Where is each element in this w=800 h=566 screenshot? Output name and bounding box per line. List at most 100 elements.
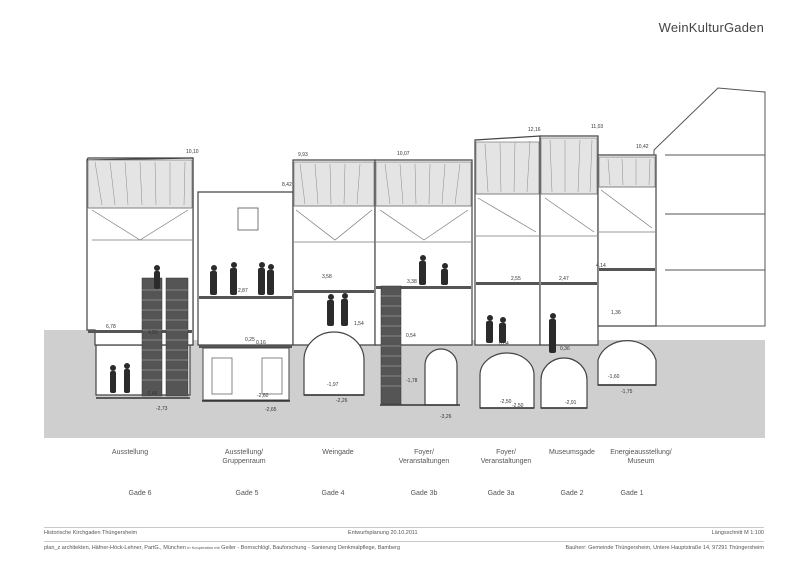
- level-gade5-low: 0,16: [256, 340, 266, 346]
- level-gade3a-upper: 2,55: [511, 276, 521, 282]
- vault-gade2: [540, 357, 588, 409]
- level-cellar-gade3b-a: -1,78: [406, 378, 418, 384]
- footer-divider-top: [44, 527, 764, 528]
- room-use-gade3a: Foyer/ Veranstaltungen: [480, 449, 532, 465]
- room-use-gade4: Weingade: [322, 449, 354, 456]
- slab-gade6-upper: [88, 330, 192, 333]
- vault-gade3b: [424, 348, 458, 406]
- gade-1-body: [597, 154, 657, 327]
- footer-architects-name: plan_z architekten, Häfner-Höck-Lehner, …: [44, 545, 186, 551]
- stair-gade6: [141, 277, 189, 397]
- level-gade5-upper: 2,87: [238, 288, 248, 294]
- slab-gade2-upper: [541, 282, 597, 285]
- level-cellar-gade3a-a: -2,50: [500, 399, 512, 405]
- gade-label-3a: Gade 3a: [487, 490, 515, 497]
- person-figure: [267, 264, 274, 295]
- level-ridge-gade5: 8,42: [282, 182, 292, 188]
- door-gade5-left: [211, 357, 233, 395]
- room-use-gade5: Ausstellung/ Gruppenraum: [222, 449, 266, 465]
- level-gade5-mid: 0,25: [245, 337, 255, 343]
- vault-gade3a: [479, 352, 535, 409]
- person-figure: [499, 317, 506, 343]
- footer-cooperation: in Kooperation mit: [187, 545, 220, 550]
- level-ridge-gade3a: 12,16: [528, 127, 541, 133]
- level-gade6-mid: 4,50: [148, 330, 158, 336]
- footer-project: Historische Kirchgaden Thüngersheim: [44, 530, 138, 536]
- level-gade2-mid: 0,36: [560, 346, 570, 352]
- level-gade2-upper: 2,47: [559, 276, 569, 282]
- footer-drawing-title: Längsschnitt M 1:100: [711, 530, 764, 536]
- level-gade3a-mid: 0,04: [499, 341, 509, 347]
- person-figure: [154, 265, 160, 289]
- person-figure: [110, 365, 116, 393]
- people-figures: [110, 255, 556, 393]
- roof-zone-gade2: [540, 137, 598, 195]
- slab-gade4-upper: [294, 290, 374, 293]
- slab-gade5-upper: [199, 296, 292, 299]
- level-gade1-upper: 4,14: [596, 263, 606, 269]
- vault-gade1: [597, 340, 657, 386]
- roof-zone-gade1: [598, 156, 656, 188]
- person-figure: [441, 263, 448, 285]
- level-cellar-gade6-a: -2,46: [146, 391, 158, 397]
- vault-gade4: [303, 331, 365, 396]
- roof-zone-gade3b: [375, 161, 472, 207]
- level-gade6-upper: 6,78: [106, 324, 116, 330]
- room-use-gade3b: Foyer/ Veranstaltungen: [398, 449, 450, 465]
- footer-client: Bauherr: Gemeinde Thüngersheim, Untere H…: [565, 545, 764, 551]
- level-ridge-gade6: 10,10: [186, 149, 199, 155]
- gade-label-3b: Gade 3b: [410, 490, 438, 497]
- person-figure: [549, 313, 556, 353]
- neighbour-house: [653, 87, 766, 327]
- stair-gade3b: [380, 285, 402, 405]
- person-figure: [341, 293, 348, 326]
- gade-label-6: Gade 6: [128, 490, 152, 497]
- gable-window-gade5: [237, 207, 259, 231]
- footer-divider-bottom: [44, 541, 764, 542]
- level-cellar-gade3a-b: -2,50: [512, 403, 524, 409]
- slab-gade5-lower: [199, 345, 292, 348]
- person-figure: [258, 262, 265, 295]
- roof-zone-gade4: [293, 161, 375, 207]
- level-cellar-gade6-b: -2,73: [156, 406, 168, 412]
- gade-label-1: Gade 1: [620, 490, 644, 497]
- room-use-gade1: Energieausstellung/ Museum: [610, 449, 672, 465]
- level-gade4-mid: 1,54: [354, 321, 364, 327]
- slab-gade3b-upper: [376, 286, 471, 289]
- level-ridge-gade4: 9,93: [298, 152, 308, 158]
- level-gade4-upper: 3,58: [322, 274, 332, 280]
- level-cellar-gade3b-b: -3,26: [440, 414, 452, 420]
- person-figure: [419, 255, 426, 285]
- door-gade5-right: [261, 357, 283, 395]
- level-cellar-gade1-a: -1,60: [608, 374, 620, 380]
- gade-label-5: Gade 5: [235, 490, 259, 497]
- level-cellar-gade1-b: -1,75: [621, 389, 633, 395]
- level-cellar-gade5-a: -2,60: [257, 393, 269, 399]
- level-cellar-gade5-b: -2,65: [265, 407, 277, 413]
- roof-zone-gade6: [87, 159, 193, 209]
- room-use-gade2: Museumsgade: [549, 449, 595, 456]
- level-cellar-gade4-a: -1,97: [327, 382, 339, 388]
- person-figure: [486, 315, 493, 343]
- person-figure: [210, 265, 217, 295]
- level-cellar-gade2: -2,91: [565, 400, 577, 406]
- level-ridge-gade2: 11,03: [591, 124, 603, 130]
- level-gade3b-upper: 3,38: [407, 279, 417, 285]
- person-figure: [230, 262, 237, 295]
- room-use-gade6: Ausstellung: [111, 449, 149, 456]
- footer-partners: Geiler - Bornschlögl, Bauforschung - San…: [221, 545, 401, 551]
- slab-gade3a-upper: [476, 282, 539, 285]
- footer-architects: plan_z architekten, Häfner-Höck-Lehner, …: [44, 545, 400, 551]
- gade-label-4: Gade 4: [321, 490, 345, 497]
- level-ridge-gade1: 10,42: [636, 144, 649, 150]
- level-gade3b-mid: 0,54: [406, 333, 416, 339]
- person-figure: [124, 363, 130, 393]
- level-gade1-mid: 1,36: [611, 310, 621, 316]
- gade-label-2: Gade 2: [560, 490, 584, 497]
- person-figure: [327, 294, 334, 326]
- level-cellar-gade4-b: -2,26: [336, 398, 348, 404]
- level-ridge-gade3b: 10,07: [397, 151, 410, 157]
- footer-phase: Entwurfsplanung 20.10.2011: [348, 530, 418, 536]
- brand-title: WeinKulturGaden: [658, 20, 764, 35]
